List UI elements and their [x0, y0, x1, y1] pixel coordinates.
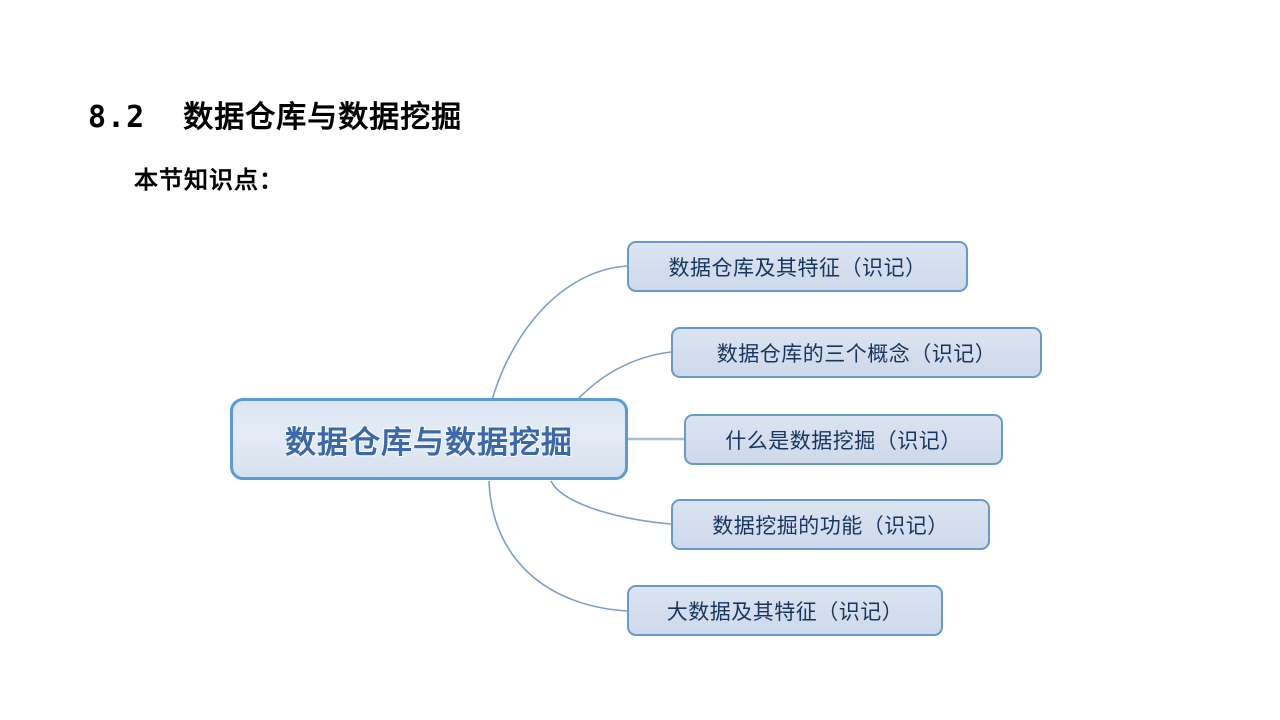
branch-node-label-4: 数据挖掘的功能（识记） [712, 513, 949, 538]
connector-branch-5 [488, 480, 628, 612]
mindmap-branch-node-2[interactable]: 数据仓库的三个概念（识记） [671, 327, 1042, 378]
mindmap-central-node[interactable]: 数据仓库与数据挖掘 [230, 398, 628, 480]
central-node-label: 数据仓库与数据挖掘 [285, 424, 573, 461]
branch-node-label-2: 数据仓库的三个概念（识记） [716, 341, 997, 366]
mindmap-branch-node-3[interactable]: 什么是数据挖掘（识记） [684, 414, 1003, 465]
branch-node-label-3: 什么是数据挖掘（识记） [725, 428, 962, 453]
page-title: 8.2 数据仓库与数据挖掘 [88, 100, 463, 136]
connector-branch-4 [550, 480, 672, 525]
branch-node-label-1: 数据仓库及其特征（识记） [668, 255, 927, 280]
section-subtitle: 本节知识点： [134, 166, 284, 194]
mindmap-branch-node-1[interactable]: 数据仓库及其特征（识记） [627, 241, 968, 292]
mindmap-branch-node-4[interactable]: 数据挖掘的功能（识记） [671, 499, 990, 550]
branch-node-label-5: 大数据及其特征（识记） [666, 599, 904, 624]
mindmap-branch-node-5[interactable]: 大数据及其特征（识记） [627, 585, 943, 636]
